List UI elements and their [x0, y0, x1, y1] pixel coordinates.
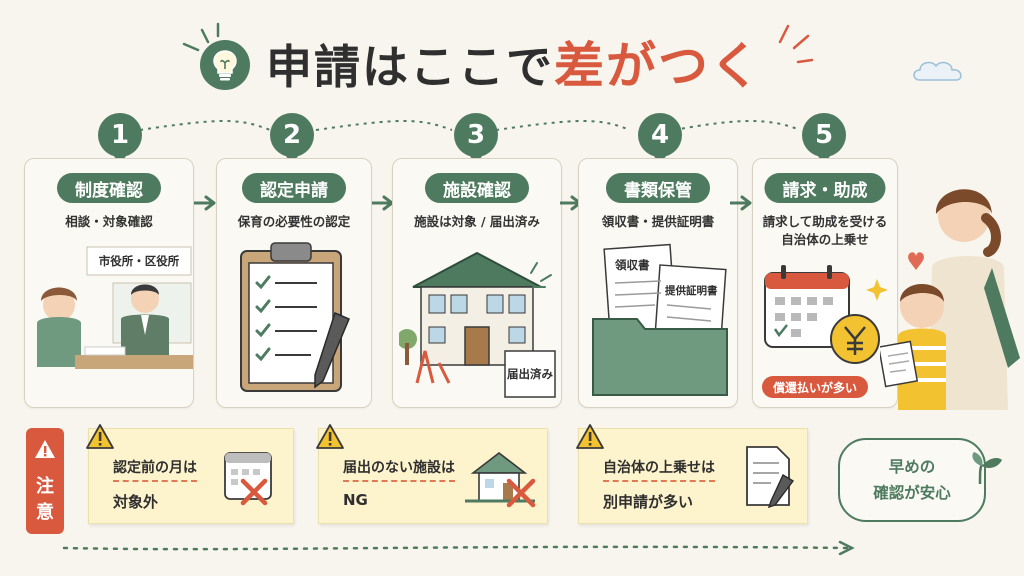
step-sub-4: 領収書・提供証明書	[601, 214, 715, 229]
arrow-right-icon	[194, 195, 216, 211]
house-x-icon	[465, 451, 536, 508]
title-main: 申請はここで	[266, 40, 554, 94]
safe-line2: 確認が安心	[873, 484, 951, 502]
consultation-illustration	[37, 246, 193, 369]
step-sub-1: 相談・対象確認	[65, 214, 153, 229]
certificate-label: 提供証明書	[665, 285, 718, 297]
spark-lines-right	[778, 24, 814, 64]
page-title: 申請はここで差がつく	[266, 36, 762, 96]
early-check-bubble: 早めの 確認が安心	[838, 438, 986, 522]
step-card-3: 施設確認 施設は対象 / 届出済み 届出済み	[392, 158, 562, 408]
calendar-yen-icon	[764, 265, 888, 364]
warning-icon	[86, 424, 114, 449]
reimbursement-badge: 償還払いが多い	[762, 376, 868, 398]
safe-line1: 早めの	[888, 458, 936, 476]
note-2-line2: NG	[343, 491, 368, 509]
step-card-4: 書類保管 領収書・提供証明書 領収書 提供証明書	[578, 158, 738, 408]
step-number-3: 3	[454, 113, 498, 165]
lightbulb-icon	[213, 50, 237, 81]
step-number-2: 2	[270, 113, 314, 165]
note-2-line1: 届出のない施設は	[343, 457, 455, 482]
step-label-1: 制度確認	[57, 173, 161, 203]
warning-icon	[35, 440, 55, 458]
document-pen-icon	[746, 446, 795, 509]
step-card-2: 認定申請 保育の必要性の認定	[216, 158, 372, 408]
registered-sign: 届出済み	[507, 366, 553, 381]
step-number-1: 1	[98, 113, 142, 165]
caution-char-1: 注	[36, 476, 54, 497]
note-1-line1: 認定前の月は	[113, 457, 197, 482]
note-3-line1: 自治体の上乗せは	[603, 457, 715, 482]
step-card-5: 請求・助成 請求して助成を受ける 自治体の上乗せ	[752, 158, 898, 408]
step-sub-3: 施設は対象 / 届出済み	[414, 214, 540, 229]
sprout-icon	[972, 452, 1002, 485]
caution-note-3: 自治体の上乗せは 別申請が多い	[576, 424, 808, 524]
cloud-icon	[913, 61, 962, 81]
document-folder-icon	[592, 243, 728, 396]
step-number-4: 4	[638, 113, 682, 165]
caution-note-1: 認定前の月は 対象外	[86, 424, 294, 524]
step-sub-5: 請求して助成を受ける 自治体の上乗せ	[753, 213, 897, 249]
step-connector	[140, 120, 801, 131]
warning-icon	[576, 424, 604, 449]
note-3-line2: 別申請が多い	[603, 493, 694, 511]
spark-lines-left	[182, 22, 220, 52]
calendar-x-icon	[224, 452, 272, 506]
step-sub-2: 保育の必要性の認定	[237, 214, 351, 229]
caution-label: 注 意	[26, 428, 64, 534]
note-1-line2: 対象外	[113, 493, 159, 511]
nursery-building-icon	[399, 251, 556, 398]
title-accent: 差がつく	[554, 37, 762, 95]
step-sub-5-line2: 自治体の上乗せ	[781, 232, 869, 247]
caution-note-2: 届出のない施設は NG	[316, 424, 548, 524]
step-label-3: 施設確認	[425, 173, 529, 203]
lightbulb-badge	[200, 40, 250, 90]
bottom-dotted-arrow	[62, 540, 855, 556]
step-label-4: 書類保管	[606, 173, 710, 203]
step-number-5: 5	[802, 113, 846, 165]
arrow-right-icon	[730, 195, 752, 211]
step-card-1: 制度確認 相談・対象確認 市役所・区役所	[24, 158, 194, 408]
step-label-2: 認定申請	[242, 173, 346, 203]
warning-icon	[316, 424, 344, 449]
clipboard-checklist-icon	[240, 242, 350, 392]
city-hall-sign: 市役所・区役所	[98, 254, 180, 268]
caution-char-2: 意	[36, 502, 54, 523]
receipt-label: 領収書	[615, 258, 650, 272]
step-sub-5-line1: 請求して助成を受ける	[762, 214, 888, 229]
step-label-5: 請求・助成	[764, 173, 886, 203]
parent-child-illustration	[880, 189, 1020, 410]
